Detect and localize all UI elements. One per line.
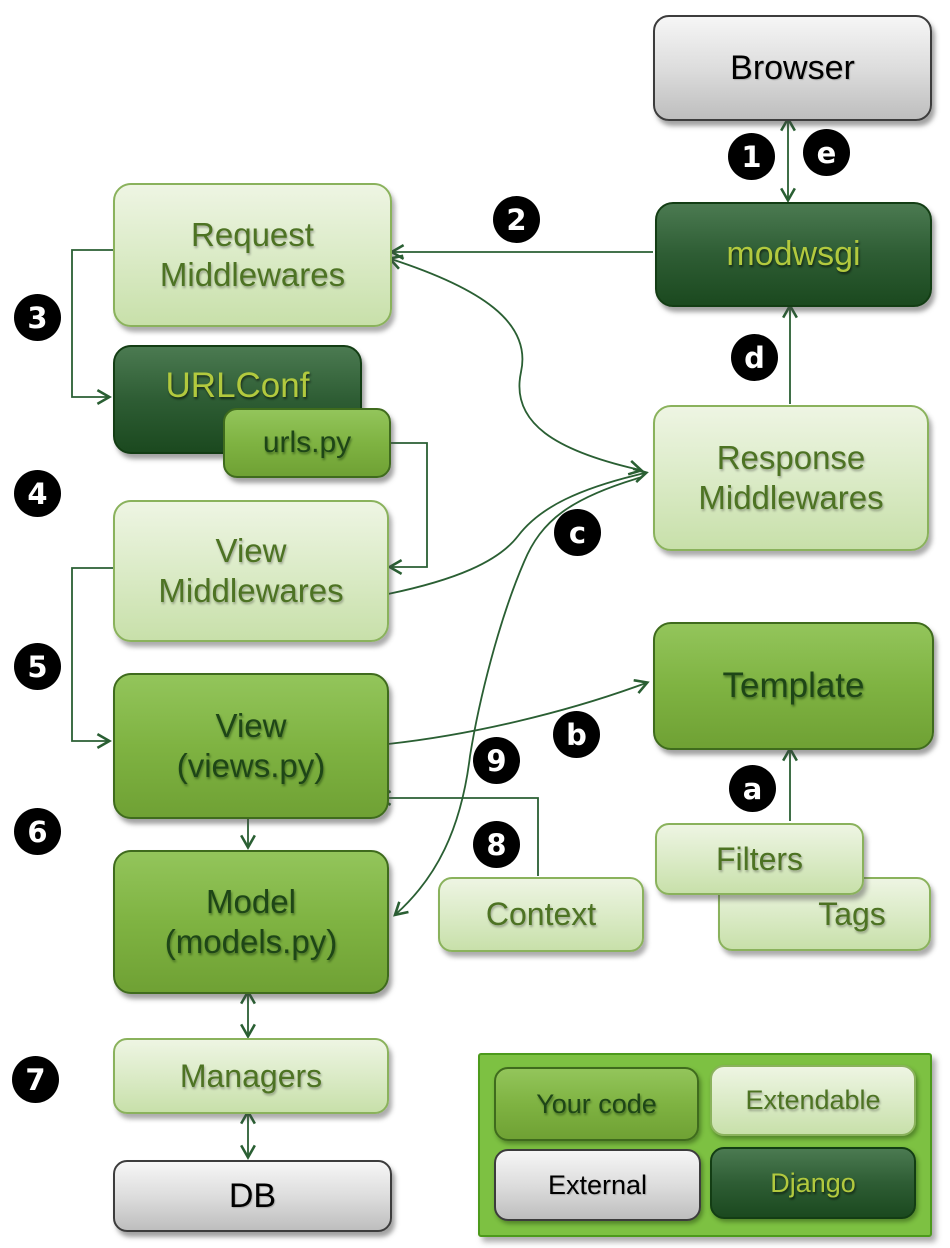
node-db: DB	[113, 1160, 392, 1232]
node-managers: Managers	[113, 1038, 389, 1114]
badge-step-6: 6	[14, 808, 61, 855]
arrow-request-middlewares-to-urlconf	[71, 249, 113, 405]
badge-step-5-label: 5	[27, 649, 48, 684]
badge-step-e-label: e	[816, 135, 837, 170]
node-tags-label: Tags	[818, 895, 886, 932]
badge-step-8-label: 8	[486, 827, 507, 862]
badge-step-4: 4	[14, 470, 61, 517]
badge-step-d: d	[731, 334, 778, 381]
legend-extendable-label: Extendable	[745, 1085, 881, 1116]
node-response-middlewares: Response Middlewares	[653, 405, 929, 551]
node-filters-label: Filters	[715, 840, 804, 877]
badge-step-c-label: c	[568, 515, 587, 550]
curve-response-middlewares-to-model	[393, 476, 643, 917]
legend-django-label: Django	[770, 1167, 856, 1198]
badge-step-7: 7	[12, 1056, 59, 1103]
legend-django: Django	[710, 1147, 916, 1219]
arrow-urlspy-to-view-middlewares	[387, 442, 428, 575]
badge-step-6-label: 6	[27, 814, 48, 849]
arrow-context-to-view	[376, 790, 539, 876]
node-urlspy: urls.py	[223, 408, 391, 478]
node-view-label: View (views.py)	[176, 707, 326, 784]
curve-request-middlewares-response-middlewares	[387, 254, 644, 476]
badge-step-9: 9	[473, 737, 520, 784]
node-view: View (views.py)	[113, 673, 389, 819]
badge-step-5: 5	[14, 643, 61, 690]
badge-step-b: b	[553, 711, 600, 758]
badge-step-1-label: 1	[741, 139, 762, 174]
badge-step-8: 8	[473, 821, 520, 868]
badge-step-7-label: 7	[25, 1062, 46, 1097]
badge-step-d-label: d	[744, 340, 765, 375]
node-request-middlewares: Request Middlewares	[113, 183, 392, 327]
badge-step-3: 3	[14, 294, 61, 341]
badge-step-3-label: 3	[27, 300, 48, 335]
curve-view-to-template	[387, 679, 650, 745]
arrow-view-middlewares-to-view	[71, 567, 113, 749]
badge-step-9-label: 9	[486, 743, 507, 778]
curve-view-middlewares-to-response-middlewares	[387, 467, 649, 595]
badge-step-2: 2	[493, 196, 540, 243]
node-context: Context	[438, 877, 644, 952]
badge-step-4-label: 4	[27, 476, 48, 511]
node-template-label: Template	[722, 666, 865, 705]
legend-your-code: Your code	[494, 1067, 699, 1141]
node-filters: Filters	[655, 823, 864, 895]
node-model: Model (models.py)	[113, 850, 389, 994]
node-view-middlewares: View Middlewares	[113, 500, 389, 642]
badge-step-2-label: 2	[506, 202, 527, 237]
legend-external-label: External	[547, 1169, 648, 1200]
node-response-middlewares-label: Response Middlewares	[698, 439, 884, 516]
node-urlspy-label: urls.py	[262, 426, 352, 459]
node-browser-label: Browser	[730, 48, 855, 87]
legend-your-code-label: Your code	[536, 1088, 657, 1119]
node-db-label: DB	[228, 1176, 277, 1215]
node-managers-label: Managers	[179, 1057, 323, 1094]
legend: Your code Extendable External Django	[478, 1053, 932, 1237]
badge-step-a-label: a	[742, 771, 763, 806]
node-view-middlewares-label: View Middlewares	[158, 532, 344, 609]
badge-step-a: a	[729, 765, 776, 812]
node-request-middlewares-label: Request Middlewares	[159, 216, 346, 293]
node-template: Template	[653, 622, 934, 750]
node-modwsgi: modwsgi	[655, 202, 932, 307]
badge-step-e: e	[803, 129, 850, 176]
node-browser: Browser	[653, 15, 932, 121]
node-modwsgi-label: modwsgi	[726, 235, 861, 274]
node-urlconf-label: URLConf	[165, 365, 310, 405]
badge-step-1: 1	[728, 133, 775, 180]
legend-external: External	[494, 1149, 701, 1221]
badge-step-b-label: b	[566, 717, 587, 752]
badge-step-c: c	[554, 509, 601, 556]
legend-extendable: Extendable	[710, 1065, 916, 1136]
node-context-label: Context	[485, 896, 597, 933]
node-model-label: Model (models.py)	[164, 883, 338, 960]
